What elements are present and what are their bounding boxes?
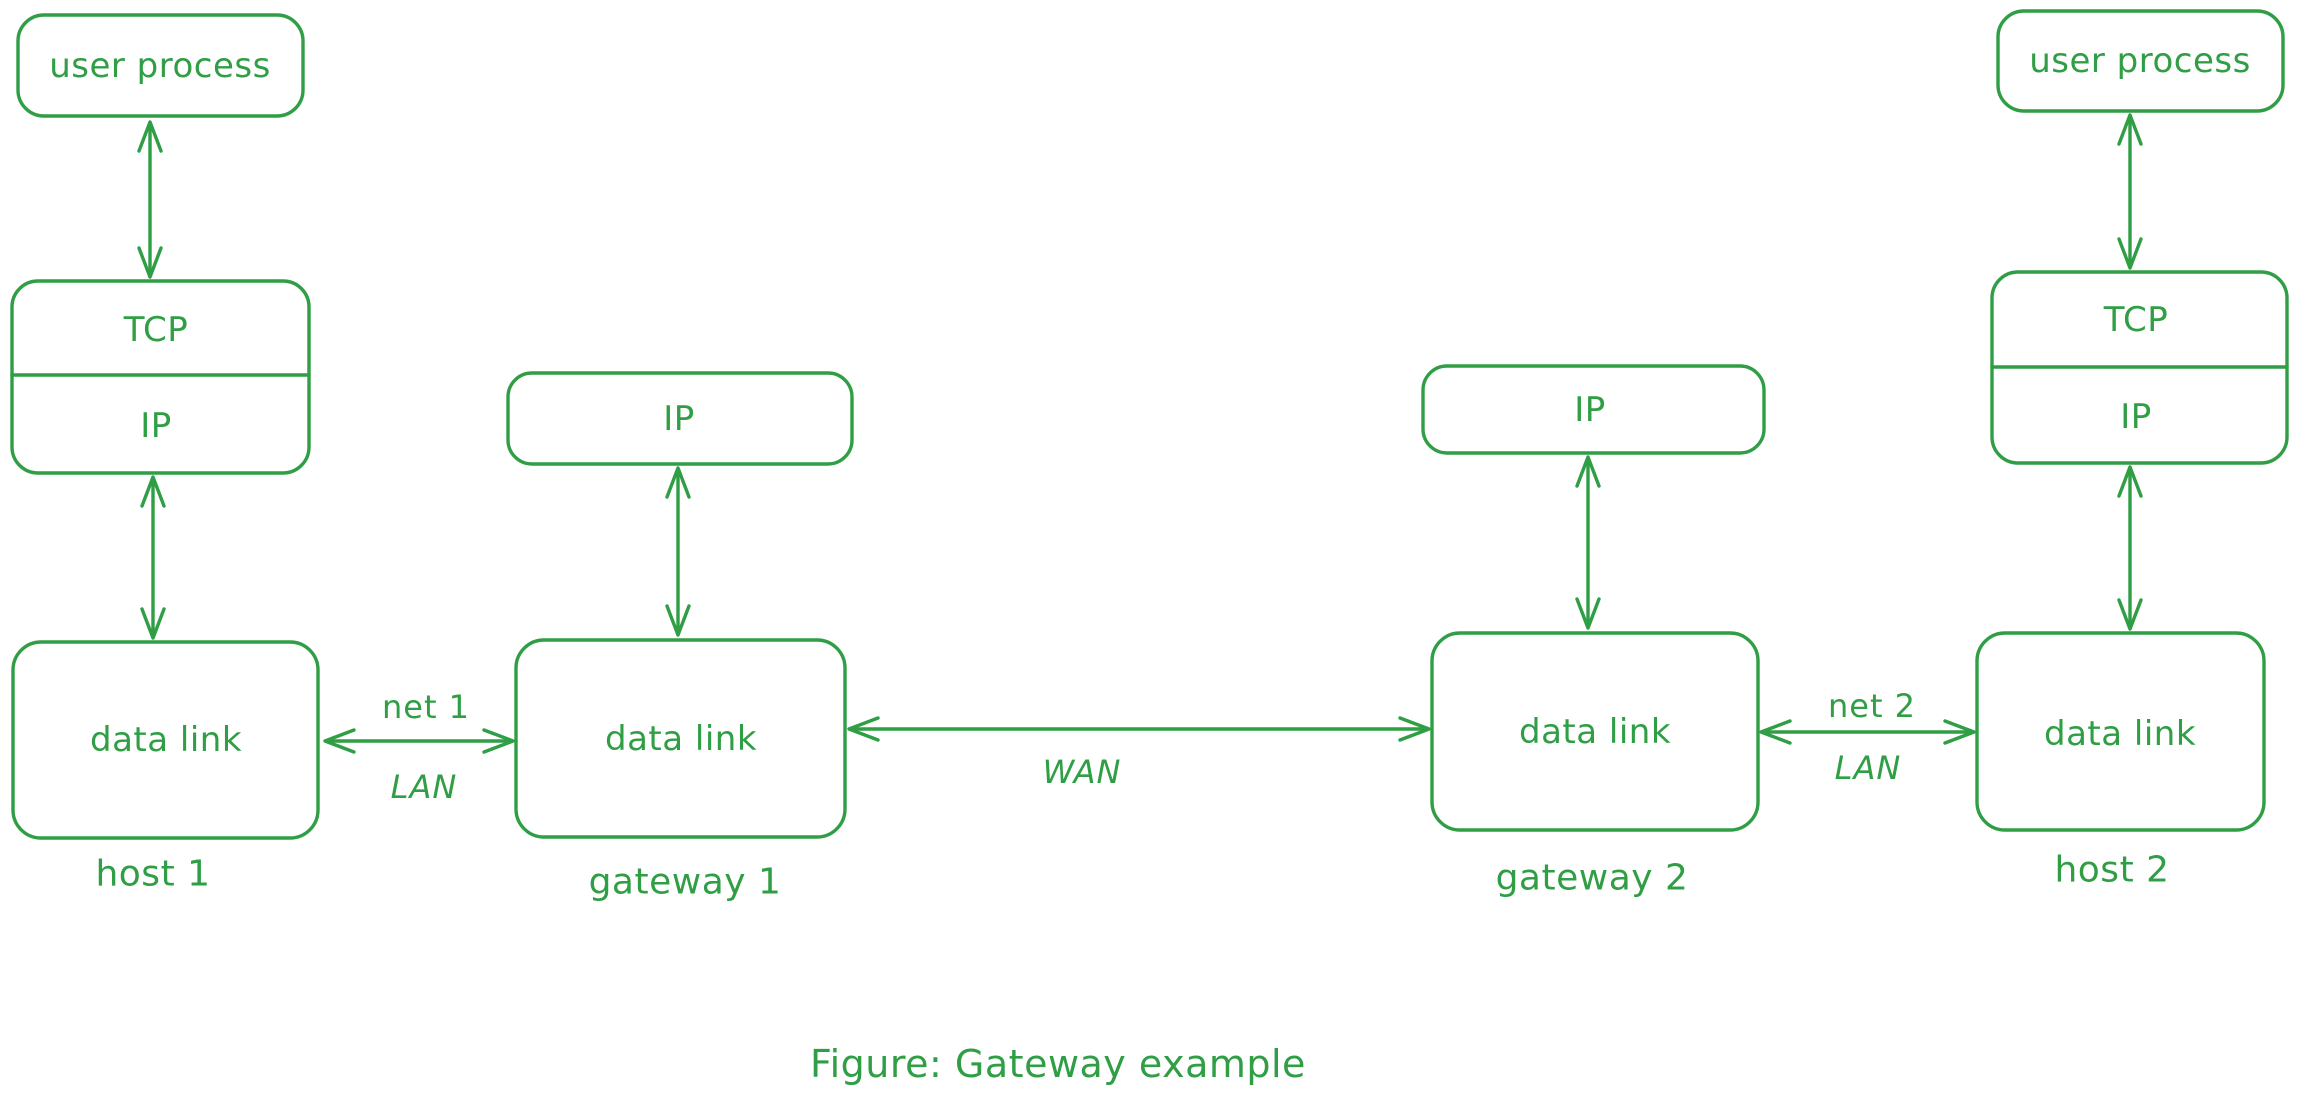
host1-data-link-box — [11, 640, 320, 840]
arrow-net2 — [1759, 719, 1976, 745]
host2-node: user process TCP IP data link host 2 — [1975, 9, 2289, 891]
host1-node: user process TCP IP data link host 1 — [10, 13, 320, 895]
host1-tcp-label: TCP — [123, 310, 189, 350]
arrow-gateway1-ip-datalink — [665, 466, 691, 637]
host2-data-link-box — [1975, 631, 2266, 832]
host2-ip-label: IP — [2120, 397, 2152, 437]
arrow-net1 — [323, 728, 515, 754]
arrow-host1-ip-datalink — [140, 475, 166, 640]
net1-label: net 1 — [382, 688, 470, 726]
gateway2-node: IP data link gateway 2 — [1421, 364, 1766, 899]
host1-user-process-box — [16, 13, 305, 118]
gateway2-ip-label: IP — [1574, 390, 1606, 430]
host2-tcp-label: TCP — [2103, 300, 2169, 340]
wan-label: WAN — [1043, 753, 1122, 791]
net2-label: net 2 — [1828, 687, 1916, 725]
host2-user-process-box — [1996, 9, 2285, 113]
gateway1-data-link-label: data link — [605, 719, 757, 759]
net1-type-label: LAN — [391, 768, 458, 806]
arrow-host2-ip-datalink — [2117, 465, 2143, 631]
gateway2-label: gateway 2 — [1496, 858, 1689, 899]
gateway1-node: IP data link gateway 1 — [506, 371, 854, 903]
host1-ip-label: IP — [140, 406, 172, 446]
link-wan: WAN — [847, 716, 1431, 791]
arrow-host2-userprocess-tcp — [2117, 113, 2143, 270]
arrow-host1-userprocess-tcp — [137, 120, 163, 279]
host1-user-process-label: user process — [49, 46, 271, 86]
host1-data-link-label: data link — [90, 720, 242, 760]
gateway1-ip-box — [506, 371, 854, 466]
host2-label: host 2 — [2054, 850, 2169, 891]
host2-data-link-label: data link — [2044, 714, 2196, 754]
arrow-wan — [847, 716, 1431, 742]
host1-tcp-ip-box — [10, 279, 311, 475]
figure-caption: Figure: Gateway example — [810, 1042, 1306, 1086]
gateway1-data-link-box — [514, 638, 847, 839]
arrow-gateway2-ip-datalink — [1575, 455, 1601, 630]
link-net2: net 2 LAN — [1759, 687, 1976, 787]
gateway2-data-link-label: data link — [1519, 712, 1671, 752]
gateway2-ip-box — [1421, 364, 1766, 455]
net2-type-label: LAN — [1835, 749, 1902, 787]
link-net1: net 1 LAN — [323, 688, 515, 806]
host2-user-process-label: user process — [2029, 41, 2251, 81]
gateway1-label: gateway 1 — [589, 862, 782, 903]
gateway2-data-link-box — [1430, 631, 1760, 832]
gateway1-ip-label: IP — [663, 399, 695, 439]
host1-label: host 1 — [95, 854, 210, 895]
